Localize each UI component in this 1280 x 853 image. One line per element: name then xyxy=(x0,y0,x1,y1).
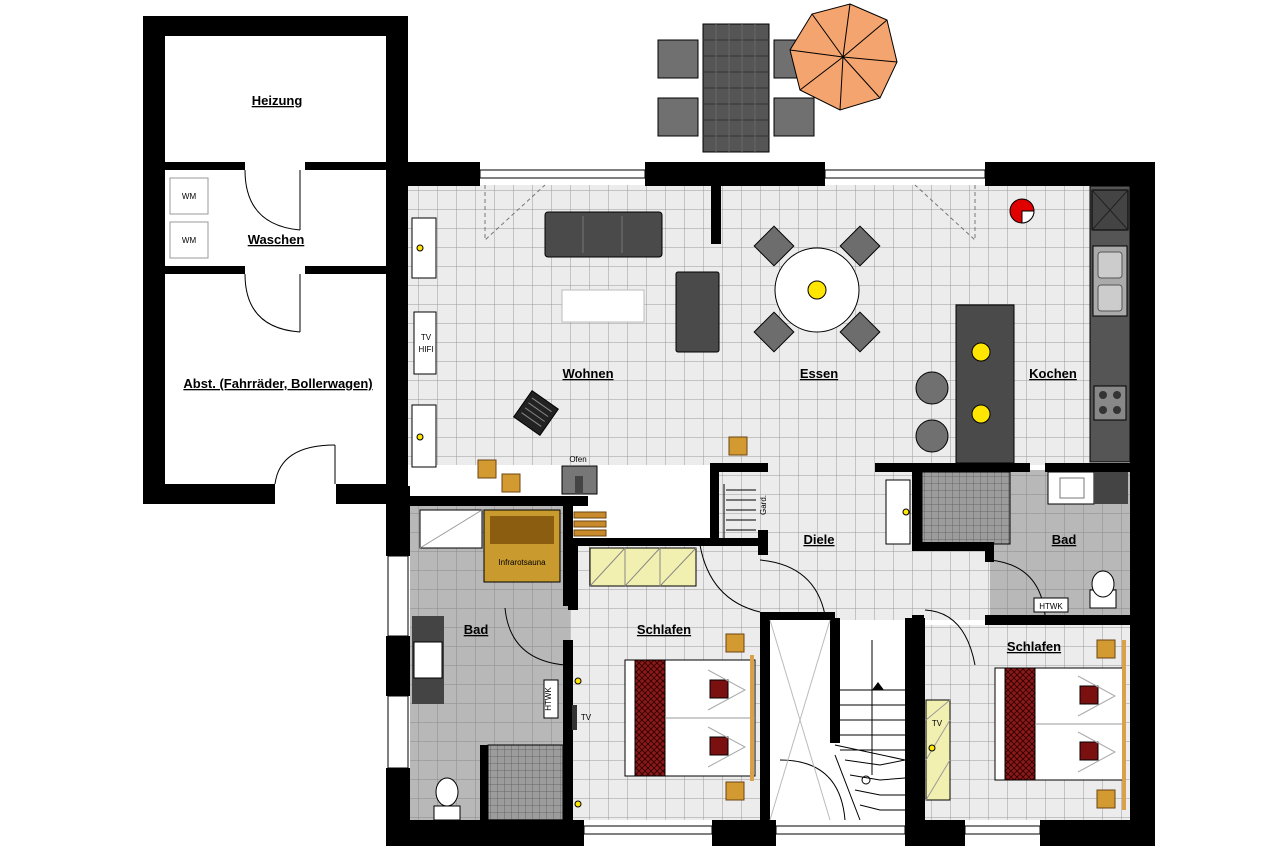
parasol xyxy=(789,3,898,111)
stair-arrow xyxy=(872,682,884,690)
island-lamp-2 xyxy=(971,404,991,424)
armchair-sofa xyxy=(675,271,720,353)
plant-boxes xyxy=(477,436,1116,809)
room-label-diele: Diele xyxy=(803,532,834,547)
dining-chairs xyxy=(753,225,881,353)
sink xyxy=(1092,245,1128,317)
tv-right-cabinet xyxy=(925,699,951,801)
coffee-table xyxy=(561,289,645,323)
ofen-pipe xyxy=(575,476,583,494)
bar-stool-2 xyxy=(915,419,949,453)
floor-heizung xyxy=(165,35,386,163)
washing-machine-2 xyxy=(169,221,209,259)
sofa-seams xyxy=(582,216,623,253)
washing-machine-1 xyxy=(169,177,209,215)
room-label-bad-left: Bad xyxy=(464,622,489,637)
door-swings xyxy=(244,169,1046,821)
toilet-left xyxy=(433,777,461,821)
lamp-left-1 xyxy=(574,677,582,685)
bar-stool-1 xyxy=(915,371,949,405)
room-label-heizung: Heizung xyxy=(252,93,303,108)
htwk-left-box xyxy=(543,679,559,719)
toilet-right xyxy=(1089,570,1117,609)
wm2-label: WM xyxy=(182,236,197,245)
headboard-left xyxy=(750,655,754,781)
room-label-essen: Essen xyxy=(800,366,838,381)
dining-lamp xyxy=(807,280,827,300)
headboard-right xyxy=(1122,640,1126,810)
ofen-label: Ofen xyxy=(569,455,586,464)
tv-left-label: TV xyxy=(581,713,592,722)
bad-left-shelf-diag xyxy=(419,509,483,549)
red-lamp-shade xyxy=(1021,210,1035,224)
entrance-lines xyxy=(769,619,831,821)
diele-mirror xyxy=(885,479,911,545)
bad-right-sink-bowl xyxy=(1059,477,1085,499)
kitchen-island xyxy=(955,304,1015,464)
bed-right xyxy=(994,667,1124,781)
island-lamp-1 xyxy=(971,342,991,362)
room-label-wohnen: Wohnen xyxy=(562,366,613,381)
room-label-abstell: Abst. (Fahrräder, Bollerwagen) xyxy=(183,376,372,391)
room-label-waschen: Waschen xyxy=(248,232,305,247)
garderobe-label: Gard. xyxy=(759,495,768,515)
htwk-right-label: HTWK xyxy=(1039,602,1063,611)
infrarotsauna-label: Infrarotsauna xyxy=(498,558,546,567)
room-label-schlafen-right: Schlafen xyxy=(1007,639,1061,654)
terrace-table xyxy=(657,23,815,153)
floor-abstell xyxy=(165,274,386,486)
shower-left xyxy=(487,744,564,821)
sideboard-top xyxy=(411,217,437,279)
room-label-kochen: Kochen xyxy=(1029,366,1077,381)
tv-hifi-cabinet xyxy=(413,311,437,375)
htwk-left-label: HTWK xyxy=(544,687,553,711)
tv-left-stand xyxy=(572,705,577,730)
room-label-schlafen-left: Schlafen xyxy=(637,622,691,637)
wm1-label: WM xyxy=(182,192,197,201)
firewood xyxy=(573,511,607,537)
wardrobe-left xyxy=(589,547,697,587)
tv-right-label: TV xyxy=(932,719,943,728)
bed-left xyxy=(624,659,756,777)
windows xyxy=(387,169,1041,835)
tv-hifi-tv-label: TV xyxy=(421,333,432,342)
stove xyxy=(1093,385,1127,421)
htwk-right-box xyxy=(1033,597,1069,613)
room-label-bad-right: Bad xyxy=(1052,532,1077,547)
infrarotsauna xyxy=(483,509,561,583)
sideboard-bottom xyxy=(411,404,437,468)
lamp-left-2 xyxy=(574,800,582,808)
hood-cross xyxy=(1091,189,1129,231)
walls xyxy=(143,16,1155,846)
sofa xyxy=(544,211,663,258)
garderobe-rack xyxy=(723,484,756,540)
tv-hifi-hifi-label: HIFI xyxy=(418,345,433,354)
shower-right xyxy=(921,471,1011,545)
lounge-chair xyxy=(513,390,559,436)
bad-left-sink xyxy=(413,641,443,679)
bad-right-counter xyxy=(1094,472,1128,504)
